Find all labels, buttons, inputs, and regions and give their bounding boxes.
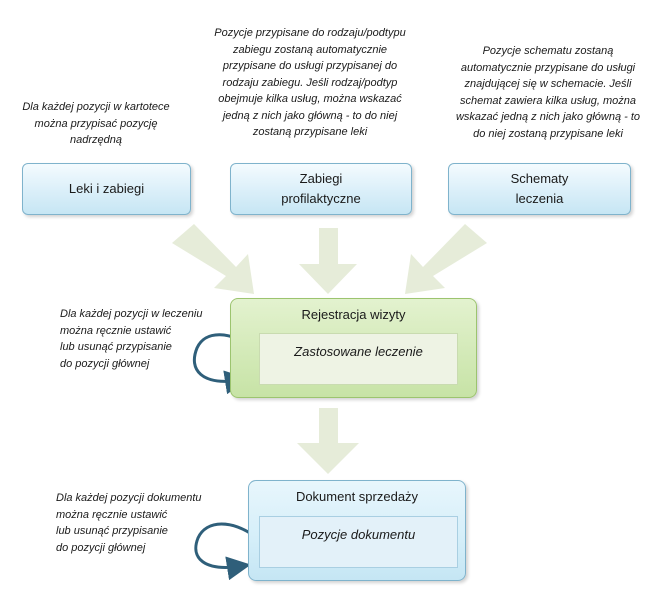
sale-document-box: Dokument sprzedaży Pozycje dokumentu: [248, 480, 466, 581]
registration-box: Rejestracja wizyty Zastosowane leczenie: [230, 298, 477, 398]
sale-document-title: Dokument sprzedaży: [295, 489, 419, 504]
source-prophylactic-procedures: Zabiegi profilaktyczne: [230, 163, 412, 215]
note-schemes: Pozycje schematu zostaną automatycznie p…: [455, 45, 641, 140]
note-document-manual: Dla każdej pozycji dokumentu można ręczn…: [56, 492, 202, 554]
source-drugs-and-procedures: Leki i zabiegi: [22, 163, 191, 215]
note-prophylactic: Pozycje przypisane do rodzaju/podtypu za…: [214, 27, 406, 138]
note-cartotheque: Dla każdej pozycji w kartotece można prz…: [22, 101, 170, 146]
arrow-left-to-registration: [172, 224, 254, 294]
document-items-box: Pozycje dokumentu: [259, 516, 458, 568]
note-treatment-manual: Dla każdej pozycji w leczeniu można ręcz…: [60, 308, 203, 370]
loop-arrow-sale: [194, 522, 261, 581]
source-treatment-schemes: Schematy leczenia: [448, 163, 631, 215]
applied-treatment-box: Zastosowane leczenie: [259, 333, 458, 385]
arrow-registration-to-sale: [297, 408, 359, 474]
registration-title: Rejestracja wizyty: [301, 307, 406, 322]
arrow-center-to-registration: [299, 228, 357, 294]
arrow-right-to-registration: [405, 224, 487, 294]
